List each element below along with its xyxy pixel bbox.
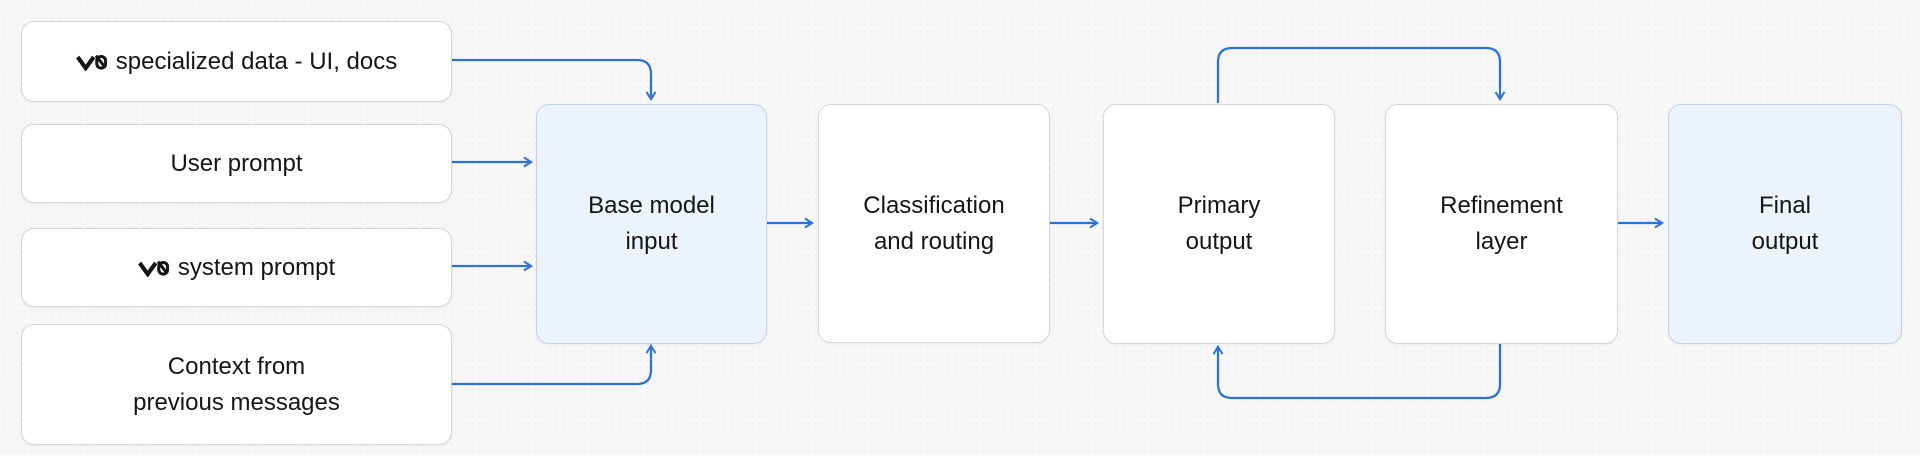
node-system-prompt: system prompt (21, 228, 452, 307)
node-user-prompt: User prompt (21, 124, 452, 203)
edge-primary-to-refinement-loop (1216, 46, 1506, 103)
node-final-output: Final output (1668, 104, 1902, 344)
node-label-line2: and routing (873, 227, 995, 255)
edge-refinement-to-primary-loop (1212, 343, 1502, 400)
node-label: specialized data - UI, docs (115, 47, 398, 75)
v0-logo-icon (137, 259, 169, 277)
node-label-line1: Refinement (1440, 192, 1563, 219)
node-label-line2: previous messages (133, 388, 340, 416)
node-label-line2: output (1751, 228, 1819, 255)
edge-specialized-data-to-base-model (450, 58, 657, 102)
node-label-line1: Final (1758, 192, 1812, 219)
node-label: system prompt (177, 253, 336, 281)
v0-logo-icon (75, 53, 107, 71)
node-label-line2: output (1185, 228, 1253, 255)
node-refinement-layer: Refinement layer (1385, 104, 1618, 344)
node-specialized-data: specialized data - UI, docs (21, 21, 452, 102)
node-base-model-input: Base model input (536, 104, 767, 344)
node-label-line2: layer (1475, 228, 1528, 255)
node-label-line1: Context from (167, 352, 306, 380)
node-classification-routing: Classification and routing (818, 104, 1050, 343)
node-context-previous-messages: Context from previous messages (21, 324, 452, 445)
node-label-line1: Primary (1177, 192, 1261, 219)
node-label-line1: Base model (588, 192, 715, 219)
node-label: User prompt (170, 149, 303, 177)
node-primary-output: Primary output (1103, 104, 1335, 344)
node-label-line2: input (625, 228, 678, 255)
edge-context-to-base-model (450, 343, 657, 386)
node-label-line1: Classification (863, 191, 1005, 219)
